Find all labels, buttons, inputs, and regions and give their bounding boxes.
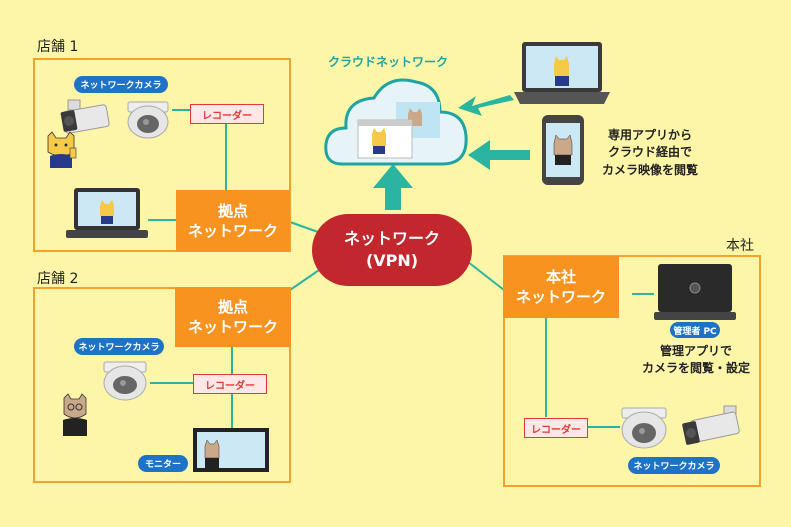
dome-camera-icon [621,407,667,449]
remote-note-line3: カメラ映像を閲覧 [601,162,698,177]
hq-recorder: レコーダー [524,418,588,438]
laptop-icon [66,188,148,238]
hq-hub-line1: 本社 [545,267,576,286]
store1-hub: 拠点 ネットワーク [176,190,290,252]
store2-title: 店舗 2 [37,271,79,287]
store2-hub-line2: ネットワーク [187,318,278,336]
store1-hub-line1: 拠点 [217,201,248,220]
cat-person-icon [47,131,77,168]
store2-camera-label: ネットワークカメラ [74,338,164,355]
store1-camera-label: ネットワークカメラ [74,76,168,93]
smartphone-icon [542,115,584,185]
bullet-camera-icon [60,99,110,134]
remote-note-line2: クラウド経由で [607,145,692,160]
hq-note-line2: カメラを閲覧・設定 [641,361,750,376]
dome-camera-icon [103,361,147,401]
store2-monitor-label: モニター [138,455,188,472]
hq-title: 本社 [726,238,754,254]
hq-note-line1: 管理アプリで [659,344,732,358]
hq-frame [503,255,761,487]
bullet-camera-icon [682,405,740,445]
person-icon [63,393,87,436]
store2-hub-line1: 拠点 [217,297,248,316]
hq-hub-line2: ネットワーク [515,288,606,306]
store2-recorder: レコーダー [193,374,267,394]
store1-title: 店舗 1 [37,39,79,55]
store1-frame [33,58,291,252]
cloud-label: クラウドネットワーク [328,55,449,69]
vpn-node: ネットワーク (VPN) [312,214,472,286]
laptop-icon [514,42,610,104]
hq-note: 管理アプリで カメラを閲覧・設定 [626,343,766,378]
store1-hub-line2: ネットワーク [187,222,278,240]
vpn-line2: (VPN) [365,251,419,270]
hq-hub: 本社 ネットワーク [503,256,619,318]
vpn-line1: ネットワーク [343,229,440,249]
store2-frame [33,287,291,483]
store2-hub: 拠点 ネットワーク [175,287,291,347]
remote-note-line1: 専用アプリから [607,128,692,142]
hq-pc-label: 管理者 PC [670,322,720,338]
store1-recorder: レコーダー [190,104,264,124]
monitor-icon [193,428,269,472]
cloud-icon [324,78,468,166]
admin-pc-icon [654,264,736,320]
hq-camera-label: ネットワークカメラ [628,457,720,474]
dome-camera-icon [127,101,169,139]
remote-note: 専用アプリから クラウド経由で カメラ映像を閲覧 [590,127,710,179]
